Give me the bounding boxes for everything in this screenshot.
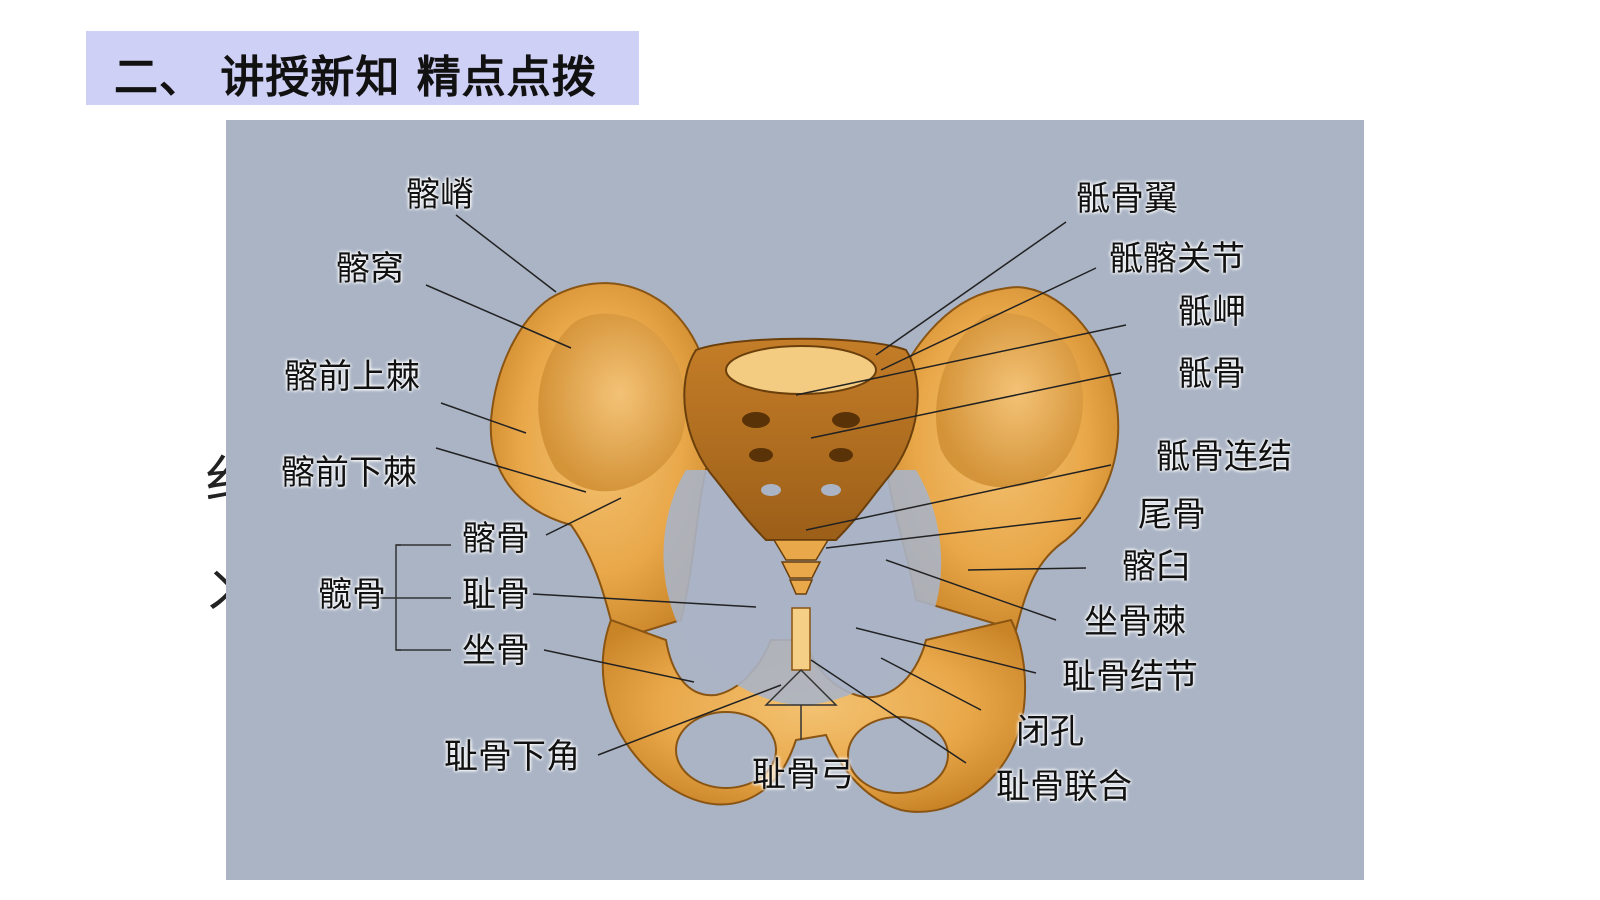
label-sacral-ala: 骶骨翼 <box>1076 179 1178 219</box>
label-aiis: 髂前下棘 <box>281 453 417 493</box>
coccyx <box>772 539 830 595</box>
label-ischial-spine: 坐骨棘 <box>1084 602 1186 642</box>
left-obturator-foramen <box>675 711 777 789</box>
label-iliac-crest: 髂嵴 <box>406 175 474 215</box>
right-iliac-fossa <box>936 313 1083 488</box>
label-sacrum: 骶骨 <box>1178 354 1246 394</box>
left-iliac-fossa <box>538 313 686 492</box>
label-iliac-fossa: 髂窝 <box>336 249 404 289</box>
label-symphysis: 耻骨联合 <box>996 767 1132 807</box>
pubic-symphysis <box>791 607 811 671</box>
label-sacrococcygeal: 骶骨连结 <box>1156 437 1292 477</box>
section-title: 二、 讲授新知 精点点拨 <box>114 52 597 103</box>
label-obturator: 闭孔 <box>1016 712 1084 752</box>
sacral-foramen <box>742 412 770 428</box>
sacral-foramen <box>761 484 781 496</box>
label-sacroiliac-joint: 骶髂关节 <box>1109 239 1245 279</box>
label-coccyx: 尾骨 <box>1138 495 1206 535</box>
label-subpubic-angle: 耻骨下角 <box>444 737 580 777</box>
sacral-foramen <box>821 484 841 496</box>
label-promontory: 骶岬 <box>1178 292 1246 332</box>
sacral-promontory <box>725 345 877 395</box>
label-pubic-tubercle: 耻骨结节 <box>1062 657 1198 697</box>
label-ilium: 髂骨 <box>462 519 530 559</box>
pelvis-diagram: 髂嵴 髂窝 髂前上棘 髂前下棘 髂骨 髋骨 耻骨 坐骨 耻骨下角 耻骨弓 骶骨翼… <box>226 120 1364 880</box>
sacral-foramen <box>829 448 853 462</box>
sacral-foramen <box>832 412 860 428</box>
leader-lines <box>425 214 1127 764</box>
sacrum <box>683 337 919 541</box>
section-title-banner: 二、 讲授新知 精点点拨 <box>86 31 639 105</box>
label-acetabulum: 髂臼 <box>1122 547 1190 587</box>
sacral-foramen <box>749 448 773 462</box>
label-hip-bone: 髋骨 <box>318 575 386 615</box>
label-pubic-arch: 耻骨弓 <box>752 755 854 795</box>
right-obturator-foramen <box>847 716 949 794</box>
label-ischium: 坐骨 <box>462 631 530 671</box>
pelvis-illustration <box>376 214 1127 813</box>
label-asis: 髂前上棘 <box>284 357 420 397</box>
label-pubis: 耻骨 <box>462 575 530 615</box>
